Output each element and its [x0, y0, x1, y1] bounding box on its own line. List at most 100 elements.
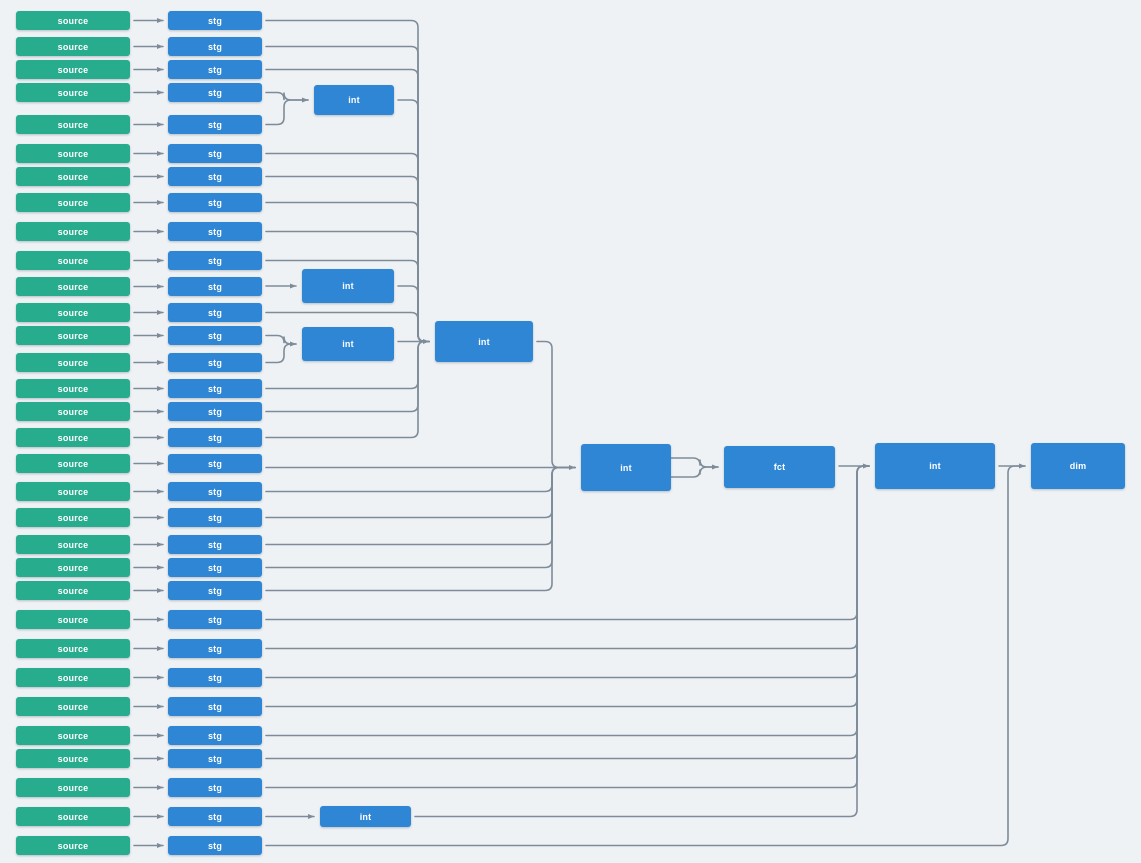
- stg-node-23[interactable]: stg: [168, 581, 262, 600]
- node-label: source: [57, 255, 89, 266]
- node-label: source: [57, 562, 89, 573]
- dim-node-dim[interactable]: dim: [1031, 443, 1125, 489]
- node-label: stg: [207, 406, 223, 417]
- stg-node-10[interactable]: stg: [168, 251, 262, 270]
- source-node-5[interactable]: source: [16, 115, 130, 134]
- stg-node-3[interactable]: stg: [168, 60, 262, 79]
- stg-node-19[interactable]: stg: [168, 482, 262, 501]
- int-node-intf[interactable]: int: [875, 443, 995, 489]
- node-label: source: [57, 87, 89, 98]
- source-node-10[interactable]: source: [16, 251, 130, 270]
- stg-node-26[interactable]: stg: [168, 668, 262, 687]
- source-node-15[interactable]: source: [16, 379, 130, 398]
- stg-node-16[interactable]: stg: [168, 402, 262, 421]
- source-node-19[interactable]: source: [16, 482, 130, 501]
- stg-node-17[interactable]: stg: [168, 428, 262, 447]
- edge-int-e-to-fct-2: [670, 466, 719, 478]
- stg-node-28[interactable]: stg: [168, 726, 262, 745]
- source-node-30[interactable]: source: [16, 778, 130, 797]
- node-label: source: [57, 512, 89, 523]
- int-node-intd[interactable]: int: [435, 321, 533, 362]
- stg-node-2[interactable]: stg: [168, 37, 262, 56]
- stg-node-24[interactable]: stg: [168, 610, 262, 629]
- source-node-28[interactable]: source: [16, 726, 130, 745]
- source-node-7[interactable]: source: [16, 167, 130, 186]
- source-node-29[interactable]: source: [16, 749, 130, 768]
- int-node-inte[interactable]: int: [581, 444, 671, 491]
- source-node-23[interactable]: source: [16, 581, 130, 600]
- node-label: int: [620, 462, 632, 473]
- source-node-27[interactable]: source: [16, 697, 130, 716]
- stg-node-13[interactable]: stg: [168, 326, 262, 345]
- source-node-1[interactable]: source: [16, 11, 130, 30]
- source-node-31[interactable]: source: [16, 807, 130, 826]
- stg-node-6[interactable]: stg: [168, 144, 262, 163]
- int-node-intg[interactable]: int: [320, 806, 411, 827]
- edge-stg21-bus2: [265, 466, 576, 546]
- source-node-26[interactable]: source: [16, 668, 130, 687]
- int-node-inta[interactable]: int: [314, 85, 394, 115]
- source-node-12[interactable]: source: [16, 303, 130, 322]
- source-node-11[interactable]: source: [16, 277, 130, 296]
- stg-node-27[interactable]: stg: [168, 697, 262, 716]
- node-label: stg: [207, 383, 223, 394]
- node-label: source: [57, 672, 89, 683]
- node-label: source: [57, 432, 89, 443]
- node-label: stg: [207, 148, 223, 159]
- node-label: stg: [207, 486, 223, 497]
- node-label: stg: [207, 307, 223, 318]
- fct-node-fct[interactable]: fct: [724, 446, 835, 488]
- edge-stg7-bus1: [265, 175, 430, 343]
- stg-node-14[interactable]: stg: [168, 353, 262, 372]
- source-node-4[interactable]: source: [16, 83, 130, 102]
- stg-node-9[interactable]: stg: [168, 222, 262, 241]
- source-node-20[interactable]: source: [16, 508, 130, 527]
- node-label: stg: [207, 226, 223, 237]
- stg-node-21[interactable]: stg: [168, 535, 262, 554]
- source-node-18[interactable]: source: [16, 454, 130, 473]
- node-label: source: [57, 330, 89, 341]
- source-node-24[interactable]: source: [16, 610, 130, 629]
- source-node-14[interactable]: source: [16, 353, 130, 372]
- source-node-32[interactable]: source: [16, 836, 130, 855]
- node-label: source: [57, 119, 89, 130]
- stg-node-8[interactable]: stg: [168, 193, 262, 212]
- node-label: stg: [207, 643, 223, 654]
- source-node-3[interactable]: source: [16, 60, 130, 79]
- source-node-16[interactable]: source: [16, 402, 130, 421]
- int-node-intc[interactable]: int: [302, 327, 394, 361]
- stg-node-15[interactable]: stg: [168, 379, 262, 398]
- edge-stg19-bus2: [265, 466, 576, 493]
- stg-node-22[interactable]: stg: [168, 558, 262, 577]
- node-label: source: [57, 782, 89, 793]
- node-label: int: [359, 811, 372, 822]
- stg-node-31[interactable]: stg: [168, 807, 262, 826]
- source-node-2[interactable]: source: [16, 37, 130, 56]
- stg-node-25[interactable]: stg: [168, 639, 262, 658]
- stg-node-32[interactable]: stg: [168, 836, 262, 855]
- source-node-17[interactable]: source: [16, 428, 130, 447]
- stg-node-11[interactable]: stg: [168, 277, 262, 296]
- node-label: stg: [207, 672, 223, 683]
- node-label: stg: [207, 432, 223, 443]
- source-node-25[interactable]: source: [16, 639, 130, 658]
- source-node-13[interactable]: source: [16, 326, 130, 345]
- stg-node-1[interactable]: stg: [168, 11, 262, 30]
- stg-node-29[interactable]: stg: [168, 749, 262, 768]
- stg-node-18[interactable]: stg: [168, 454, 262, 473]
- source-node-6[interactable]: source: [16, 144, 130, 163]
- stg-node-30[interactable]: stg: [168, 778, 262, 797]
- int-node-intb[interactable]: int: [302, 269, 394, 303]
- source-node-9[interactable]: source: [16, 222, 130, 241]
- stg-node-7[interactable]: stg: [168, 167, 262, 186]
- source-node-8[interactable]: source: [16, 193, 130, 212]
- stg-node-12[interactable]: stg: [168, 303, 262, 322]
- source-node-21[interactable]: source: [16, 535, 130, 554]
- stg-node-4[interactable]: stg: [168, 83, 262, 102]
- node-label: stg: [207, 458, 223, 469]
- source-node-22[interactable]: source: [16, 558, 130, 577]
- stg-node-5[interactable]: stg: [168, 115, 262, 134]
- stg-node-20[interactable]: stg: [168, 508, 262, 527]
